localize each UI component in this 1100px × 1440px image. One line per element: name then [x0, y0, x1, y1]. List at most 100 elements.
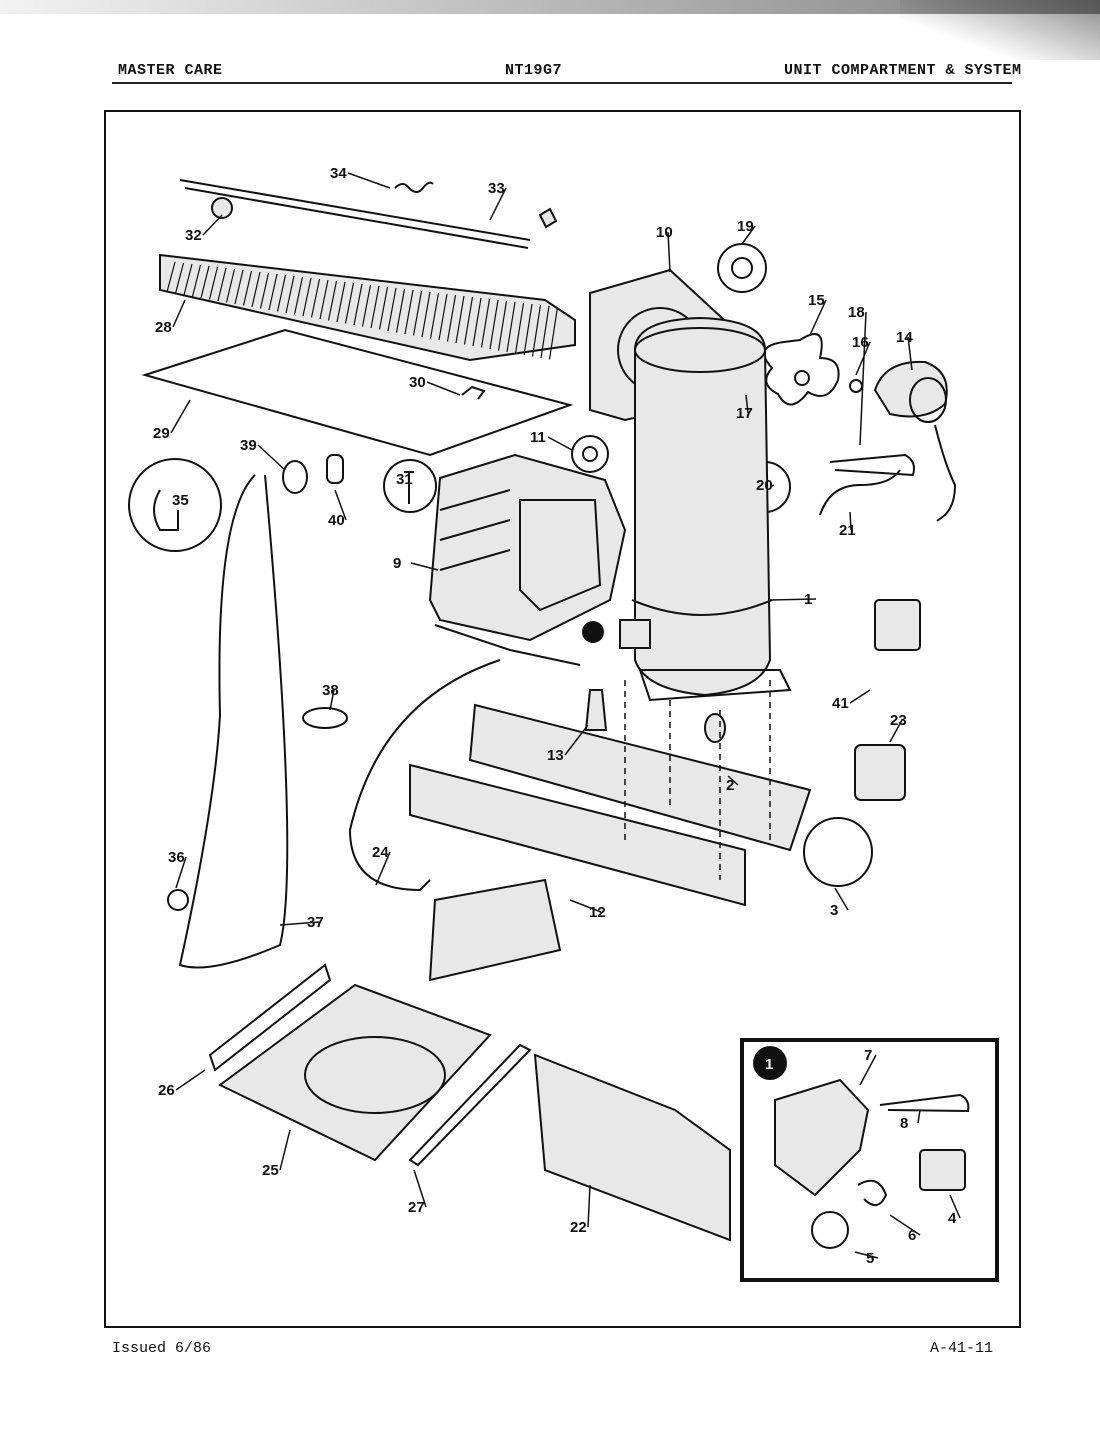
callout-label-7: 7: [864, 1047, 872, 1064]
callout-leader-23: [889, 719, 903, 743]
scan-shadow-top: [0, 0, 1100, 14]
header-rule: [112, 82, 1012, 84]
callout-leader-4: [949, 1194, 961, 1219]
fan-blade-part-15: [763, 333, 840, 406]
callout-leader-24: [375, 851, 391, 886]
callout-leader-7: [859, 1054, 877, 1086]
callout-label-21: 21: [839, 522, 856, 539]
capacitor-part-5: [811, 1211, 849, 1249]
grommet-part-2: [704, 713, 726, 743]
callout-leader-5: [854, 1251, 879, 1259]
washer-part-16: [849, 379, 863, 393]
callout-leader-8: [917, 1109, 921, 1124]
clip-part-40: [326, 454, 344, 484]
callout-leader-37: [279, 921, 320, 926]
detail-circle-31: [383, 459, 437, 513]
callout-label-4: 4: [948, 1210, 957, 1227]
callout-leader-41: [849, 689, 871, 704]
callout-label-17: 17: [736, 405, 753, 422]
grommet-part-39: [282, 460, 308, 494]
callout-leader-29: [170, 399, 191, 434]
fan-motor-part-14: [873, 360, 957, 522]
callout-label-18: 18: [848, 304, 865, 321]
callout-leader-6: [889, 1214, 921, 1236]
drain-pan-part-25: [218, 983, 492, 1162]
tube-part-33: [179, 179, 531, 249]
callout-label-30: 30: [409, 374, 426, 391]
spring-part-6: [857, 1179, 888, 1206]
callout-leader-32: [202, 214, 223, 236]
callout-label-2: 2: [726, 777, 734, 794]
callout-label-25: 25: [262, 1162, 279, 1179]
callout-leader-18: [859, 311, 867, 446]
callout-label-20: 20: [756, 477, 773, 494]
callout-leader-15: [809, 299, 827, 336]
footer-page-code: A-41-11: [930, 1340, 994, 1357]
scan-shadow-corner: [900, 0, 1100, 60]
callout-label-16: 16: [852, 334, 869, 351]
callout-label-31: 31: [396, 471, 413, 488]
callout-leader-3: [834, 887, 849, 911]
inset-box: [740, 1038, 999, 1282]
relay-part-4: [919, 1149, 966, 1191]
callout-label-41: 41: [832, 695, 849, 712]
cover-part-7: [774, 1078, 870, 1197]
detail-circle-35: [128, 458, 222, 552]
callout-leader-40: [334, 489, 347, 521]
callout-leader-11: [547, 436, 573, 451]
callout-label-28: 28: [155, 319, 172, 336]
callout-leader-34: [347, 172, 391, 189]
screw-part-31: [404, 471, 414, 504]
callout-leader-22: [587, 1184, 591, 1228]
clip-part-36: [167, 889, 189, 911]
callout-leader-26: [175, 1069, 206, 1091]
callout-label-36: 36: [168, 849, 185, 866]
callout-label-22: 22: [570, 1219, 587, 1236]
callout-leader-10: [667, 231, 671, 273]
callout-label-34: 34: [330, 165, 347, 182]
power-cord-part-24: [348, 659, 501, 892]
callout-label-6: 6: [908, 1227, 916, 1244]
callout-leader-27: [413, 1169, 427, 1208]
callout-leader-17: [745, 394, 749, 414]
harness-part-18: [829, 453, 915, 477]
callout-label-24: 24: [372, 844, 389, 861]
callout-leader-21: [849, 511, 852, 531]
callout-label-13: 13: [547, 747, 564, 764]
panel-part-22: [533, 1053, 731, 1242]
callout-leader-36: [175, 856, 187, 889]
base-rail-part-12: [409, 703, 812, 982]
condenser-part: [159, 253, 576, 362]
tube-end-part-32: [211, 197, 233, 219]
drain-pan-part-29: [141, 328, 574, 457]
callout-leader-9: [410, 562, 439, 571]
callout-leader-28: [172, 299, 186, 328]
callout-leader-16: [855, 341, 871, 376]
inset-marker: [753, 1046, 787, 1080]
callout-label-3: 3: [830, 902, 838, 919]
sensor-part-35: [153, 489, 179, 531]
callout-label-14: 14: [896, 329, 913, 346]
callout-label-27: 27: [408, 1199, 425, 1216]
drier-part-13: [584, 689, 608, 731]
hose-part-37: [178, 474, 289, 969]
footer-issued: Issued 6/86: [112, 1340, 212, 1357]
rail-part-26: [208, 963, 332, 1072]
callout-leader-25: [279, 1129, 291, 1171]
relay-part-41: [874, 599, 921, 651]
bracket-part-27: [408, 1043, 532, 1167]
callout-label-11: 11: [530, 429, 546, 446]
wire-part-21: [819, 469, 901, 516]
clip-part-30: [461, 385, 486, 400]
callout-label-12: 12: [589, 904, 606, 921]
detail-circle-3: [803, 817, 873, 887]
callout-label-1: 1: [804, 591, 812, 608]
overload-part-23: [854, 744, 906, 801]
callout-label-15: 15: [808, 292, 825, 309]
callout-label-33: 33: [488, 180, 505, 197]
callout-label-19: 19: [737, 218, 754, 235]
diagram-frame: [104, 110, 1021, 1328]
callout-leader-33: [489, 187, 507, 221]
callout-leader-14: [907, 336, 913, 371]
